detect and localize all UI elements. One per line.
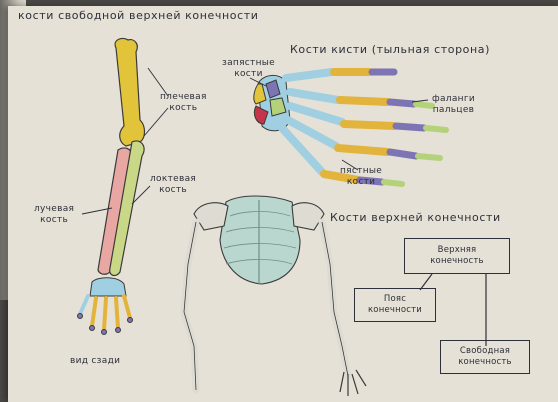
back-view-hand [78, 278, 133, 335]
hand-heading: Кости кисти (тыльная сторона) [290, 44, 490, 55]
finger-2 [290, 92, 432, 106]
free-limb-box: Свободная конечность [440, 340, 530, 374]
scheme-heading: Кости верхней конечности [330, 212, 501, 223]
upper-limb-text: Верхняя конечность [430, 245, 484, 267]
metacarpals-label: пястные кости [340, 166, 382, 188]
radius-label: лучевая кость [34, 204, 74, 226]
limb-girdle-box: Пояс конечности [354, 288, 436, 322]
limb-girdle-text: Пояс конечности [368, 294, 422, 316]
upper-limb-box: Верхняя конечность [404, 238, 510, 274]
arm-heading: кости свободной верхней конечности [18, 10, 259, 21]
back-view-label: вид сзади [70, 356, 120, 367]
humerus-bone [115, 38, 144, 146]
skeleton-torso-drawing [184, 196, 366, 396]
ulna-label: локтевая кость [150, 174, 196, 196]
finger-1 [286, 72, 394, 78]
free-limb-text: Свободная конечность [458, 346, 512, 368]
ribcage [220, 196, 300, 284]
humerus-label: плечевая кость [160, 92, 207, 114]
carpals-label: запястные кости [222, 58, 275, 80]
finger-3 [290, 106, 446, 130]
phalanges-label: фаланги пальцев [432, 94, 475, 116]
